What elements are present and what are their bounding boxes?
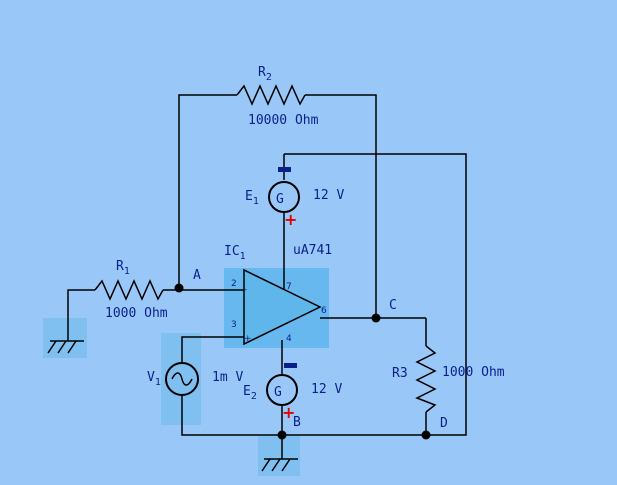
node-c-dot — [371, 313, 381, 323]
r3-value: 1000 Ohm — [442, 365, 505, 380]
e1-minus-mark — [278, 167, 291, 172]
ground-bottom-highlight — [258, 436, 300, 476]
v1-label: V1 — [147, 370, 161, 388]
node-b-label: B — [293, 415, 301, 430]
node-a-dot — [174, 283, 184, 293]
pin-4-label: 4 — [286, 334, 292, 344]
ground-bottom-icon — [261, 455, 298, 472]
wire-a-to-r2 — [178, 94, 237, 288]
e1-source-symbol — [268, 181, 300, 213]
ic1-label: IC1 — [224, 244, 246, 262]
node-d-label: D — [440, 416, 448, 431]
node-b-dot — [277, 430, 287, 440]
r1-resistor — [94, 279, 164, 301]
r2-value: 10000 Ohm — [248, 113, 319, 128]
r3-resistor — [415, 345, 437, 413]
r2-resistor — [236, 84, 306, 106]
ic1-part: uA741 — [293, 243, 332, 258]
e2-value: 12 V — [311, 382, 342, 397]
e1-plus-mark: + — [284, 210, 297, 229]
ground-left-icon — [47, 315, 84, 354]
r1-value: 1000 Ohm — [105, 306, 168, 321]
wire-ground-to-r1 — [67, 289, 95, 315]
e1-value: 12 V — [313, 188, 344, 203]
pin-2-label: 2 — [231, 279, 237, 289]
v1-value: 1m V — [212, 370, 243, 385]
v1-highlight — [161, 333, 201, 425]
e1-label: E1 — [245, 189, 259, 207]
ic1-inverting-sign: - — [244, 285, 247, 295]
wire-v1-to-pin3 — [181, 336, 244, 362]
wire-r2-to-c — [305, 94, 377, 318]
r2-label: R2 — [258, 65, 272, 83]
ic1-noninverting-sign: + — [244, 334, 252, 344]
pin-6-label: 6 — [321, 306, 327, 316]
pin-3-label: 3 — [231, 320, 237, 330]
r3-label: R3 — [392, 366, 408, 381]
e2-label: E2 — [243, 384, 257, 402]
sine-wave-icon — [171, 372, 193, 386]
node-c-label: C — [389, 298, 397, 313]
v1-source-symbol — [165, 362, 199, 396]
wire-bottom-rail — [181, 396, 426, 436]
node-a-label: A — [193, 268, 201, 283]
ground-left-highlight — [43, 318, 87, 358]
r1-label: R1 — [116, 259, 130, 277]
ic1-opamp-symbol — [243, 268, 322, 346]
e2-minus-mark — [284, 363, 297, 368]
wire-e1-to-d — [284, 153, 467, 436]
e2-source-symbol — [266, 374, 298, 406]
e1-symbol: G — [276, 192, 284, 207]
e2-plus-mark: + — [282, 403, 295, 422]
node-d-dot — [421, 430, 431, 440]
pin-7-label: 7 — [286, 282, 292, 292]
e2-symbol: G — [274, 385, 282, 400]
